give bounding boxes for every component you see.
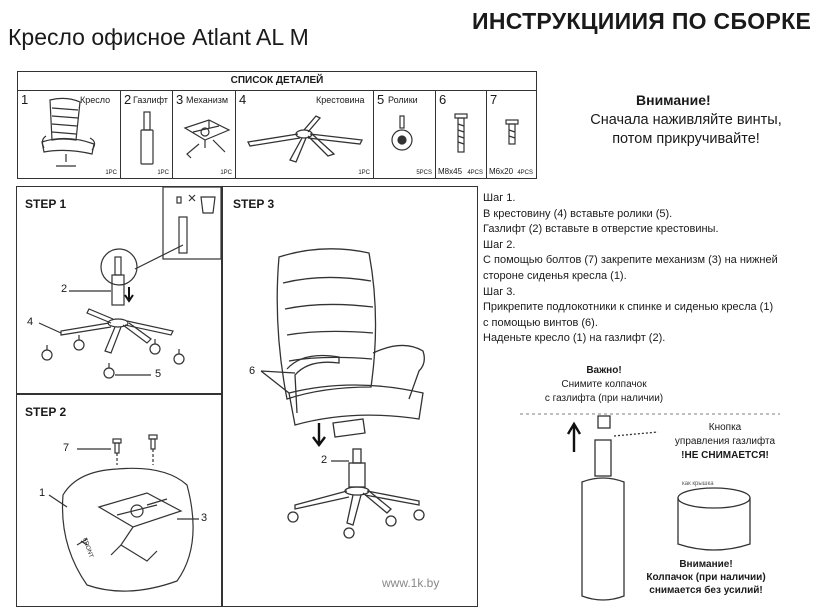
warning-title: Внимание! <box>679 559 733 570</box>
step1-panel: STEP 1 <box>16 186 222 394</box>
part-base: 4 Крестовина 1PC <box>236 90 374 178</box>
instruction-line: Шаг 3. <box>483 285 516 298</box>
instruction-line: стороне сиденья кресла (1). <box>483 269 627 282</box>
instruction-line: Шаг 2. <box>483 238 516 251</box>
instruction-line: с помощью винтов (6). <box>483 316 598 329</box>
watermark: www.1k.by <box>382 576 440 590</box>
part-quantity: 1PC <box>358 170 370 176</box>
instruction-line: Шаг 1. <box>483 192 516 204</box>
step2-panel: STEP 2 7 1 3 FRONT <box>16 394 222 607</box>
step3-callout-screws: 6 <box>249 365 256 377</box>
note-line: управления газлифта <box>674 436 776 447</box>
screw-icon <box>505 119 519 145</box>
instruction-line: В крестовину (4) вставьте ролики (5). <box>483 207 673 220</box>
step3-callout-gaslift: 2 <box>321 454 328 466</box>
part-number: 4 <box>239 92 247 107</box>
step1-illustration <box>38 187 221 379</box>
note-line: Снимите колпачок <box>561 379 647 390</box>
part-number: 3 <box>176 92 184 107</box>
instructions-heading: ИНСТРУКЦИИИЯ ПО СБОРКЕ <box>472 8 812 34</box>
part-casters: 5 Ролики 5PCS <box>374 90 436 178</box>
cap-warning: Внимание! Колпачок (при наличии) снимает… <box>632 558 780 597</box>
product-title: Кресло офисное Atlant AL M <box>8 24 309 50</box>
attention-title: Внимание! <box>636 92 711 108</box>
note-line: Кнопка <box>708 422 742 433</box>
part-name: Кресло <box>80 95 111 105</box>
remove-cap-note: Важно! Снимите колпачок с газлифта (при … <box>534 364 674 406</box>
part-name: Газлифт <box>133 95 168 105</box>
assembly-instructions: Шаг 1. В крестовину (4) вставьте ролики … <box>483 191 828 347</box>
part-bolt-m6x20: 7 M6x20 4PCS <box>487 90 536 178</box>
step2-callout-bolts: 7 <box>63 442 70 454</box>
step2-illustration <box>48 434 199 592</box>
chair-icon <box>41 97 96 167</box>
step2-label: STEP 2 <box>25 405 67 419</box>
attention-line: Сначала наживляйте винты, <box>590 112 782 128</box>
step3-label: STEP 3 <box>233 197 275 211</box>
instruction-line: Прикрепите подлокотники к спинке и сиден… <box>483 301 774 314</box>
part-number: 7 <box>490 92 498 107</box>
part-number: 5 <box>377 92 385 107</box>
instruction-line: Газлифт (2) вставьте в отверстие крестов… <box>483 223 719 236</box>
part-chair: 1 Кресло 1PC <box>18 90 121 178</box>
note-line: Колпачок (при наличии) <box>646 572 766 583</box>
bolt-size: M8x45 <box>438 167 463 176</box>
mechanism-icon <box>183 119 231 159</box>
note-line: с газлифта (при наличии) <box>544 393 664 404</box>
not-removable-label: !НЕ СНИМАЕТСЯ! <box>681 450 769 461</box>
step1-callout-base: 4 <box>27 316 34 328</box>
step1-callout-casters: 5 <box>155 368 162 380</box>
part-mechanism: 3 Механизм 1PC <box>173 90 236 178</box>
part-number: 1 <box>21 92 29 107</box>
bolt-size: M6x20 <box>489 167 514 176</box>
part-name: Механизм <box>186 95 229 105</box>
attention-line: потом прикручивайте! <box>612 131 760 147</box>
step3-panel: STEP 3 6 2 <box>222 186 478 607</box>
star-base-icon <box>247 115 363 163</box>
instruction-line: С помощью болтов (7) закрепите механизм … <box>483 254 778 267</box>
parts-list-title: СПИСОК ДЕТАЛЕЙ <box>18 72 536 91</box>
gaslift-icon <box>140 111 154 165</box>
part-quantity: 4PCS <box>517 170 533 176</box>
part-number: 2 <box>124 92 132 107</box>
part-quantity: 4PCS <box>467 170 483 176</box>
caster-icon <box>391 115 413 151</box>
step2-callout-seat: 1 <box>39 487 46 499</box>
important-label: Важно! <box>586 365 622 376</box>
part-number: 6 <box>439 92 447 107</box>
part-quantity: 1PC <box>157 170 169 176</box>
step1-callout-gaslift: 2 <box>61 283 68 295</box>
note-line: снимается без усилий! <box>649 585 763 596</box>
part-name: Крестовина <box>316 95 365 105</box>
step1-label: STEP 1 <box>25 197 67 211</box>
parts-list-table: СПИСОК ДЕТАЛЕЙ 1 Кресло 1PC 2 Газлифт 1P… <box>17 71 537 179</box>
part-quantity: 1PC <box>105 170 117 176</box>
attention-text: Сначала наживляйте винты, потом прикручи… <box>560 111 812 149</box>
button-note: Кнопка управления газлифта !НЕ СНИМАЕТСЯ… <box>660 421 790 463</box>
part-bolt-m8x45: 6 M8x45 4PCS <box>436 90 487 178</box>
step2-callout-mechanism: 3 <box>201 512 208 524</box>
gaslift-diagram <box>520 413 780 601</box>
bolt-icon <box>454 113 468 153</box>
instruction-line: Наденьте кресло (1) на газлифт (2). <box>483 332 666 345</box>
part-quantity: 1PC <box>220 170 232 176</box>
part-name: Ролики <box>388 95 418 105</box>
part-gaslift: 2 Газлифт 1PC <box>121 90 173 178</box>
step3-illustration <box>260 248 425 539</box>
cap-caption: как крышка <box>682 481 714 487</box>
part-quantity: 5PCS <box>416 170 432 176</box>
